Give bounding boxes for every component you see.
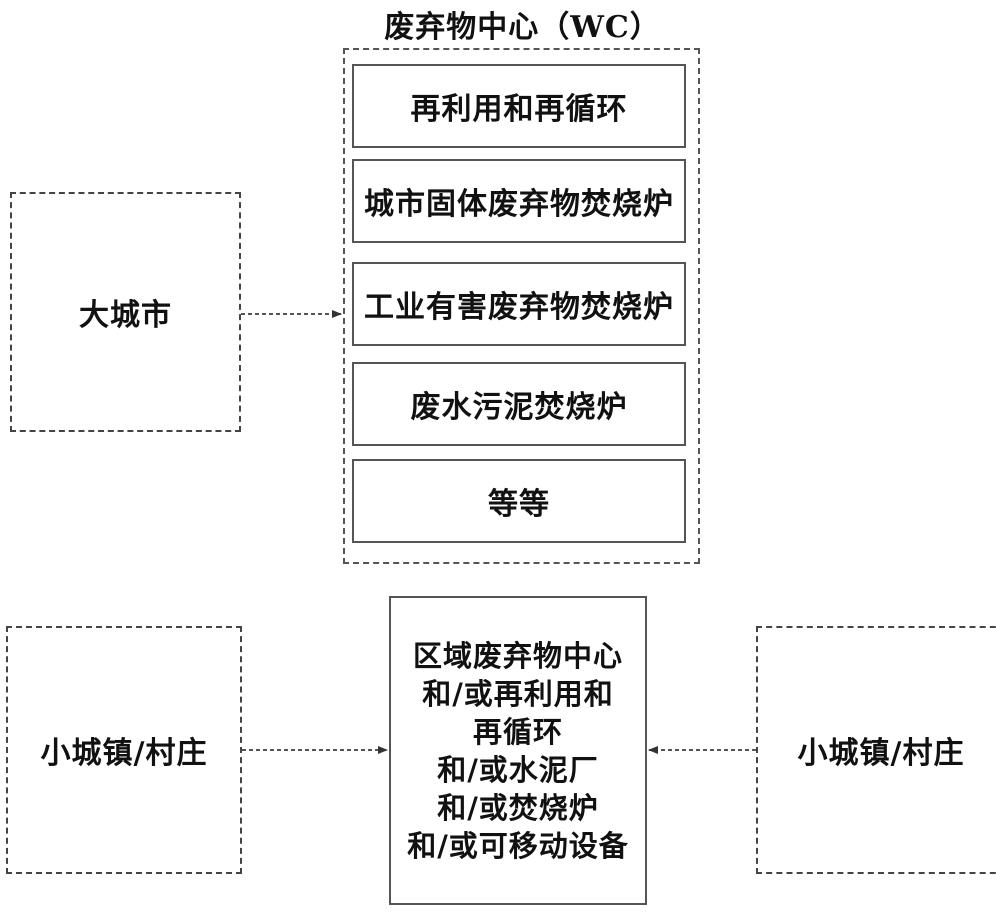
- wc-item-label: 城市固体废弃物焚烧炉: [364, 187, 674, 222]
- wc-item-etc: 等等: [352, 459, 686, 543]
- regional-center-line: 和/或可移动设备: [407, 828, 629, 863]
- regional-center-line: 和/或水泥厂: [437, 752, 599, 787]
- wc-item-label: 再利用和再循环: [410, 92, 628, 127]
- regional-center-line: 和/或再利用和: [422, 676, 614, 711]
- small-town-right-label: 小城镇/村庄: [797, 736, 965, 771]
- wc-item-reuse-recycle: 再利用和再循环: [352, 64, 686, 148]
- wc-item-industrial-hazardous-incinerator: 工业有害废弃物焚烧炉: [352, 262, 686, 346]
- wc-center-title: 废弃物中心（WC）: [384, 10, 661, 45]
- wc-item-label: 等等: [488, 487, 550, 522]
- regional-center-line: 和/或焚烧炉: [437, 790, 599, 825]
- small-town-right-node: 小城镇/村庄: [756, 626, 996, 874]
- regional-center-line: 再循环: [472, 714, 563, 749]
- small-town-left-node: 小城镇/村庄: [6, 626, 242, 874]
- wc-center-group: [343, 48, 700, 564]
- small-town-left-label: 小城镇/村庄: [40, 736, 208, 771]
- regional-center-node: 区域废弃物中心 和/或再利用和 再循环 和/或水泥厂 和/或焚烧炉 和/或可移动…: [389, 596, 647, 905]
- regional-center-line: 区域废弃物中心: [412, 638, 623, 673]
- big-city-label: 大城市: [79, 298, 172, 333]
- big-city-node: 大城市: [10, 192, 241, 432]
- wc-item-sludge-incinerator: 废水污泥焚烧炉: [352, 362, 686, 446]
- wc-item-label: 工业有害废弃物焚烧炉: [364, 290, 674, 325]
- wc-item-msw-incinerator: 城市固体废弃物焚烧炉: [352, 159, 686, 243]
- wc-item-label: 废水污泥焚烧炉: [410, 390, 628, 425]
